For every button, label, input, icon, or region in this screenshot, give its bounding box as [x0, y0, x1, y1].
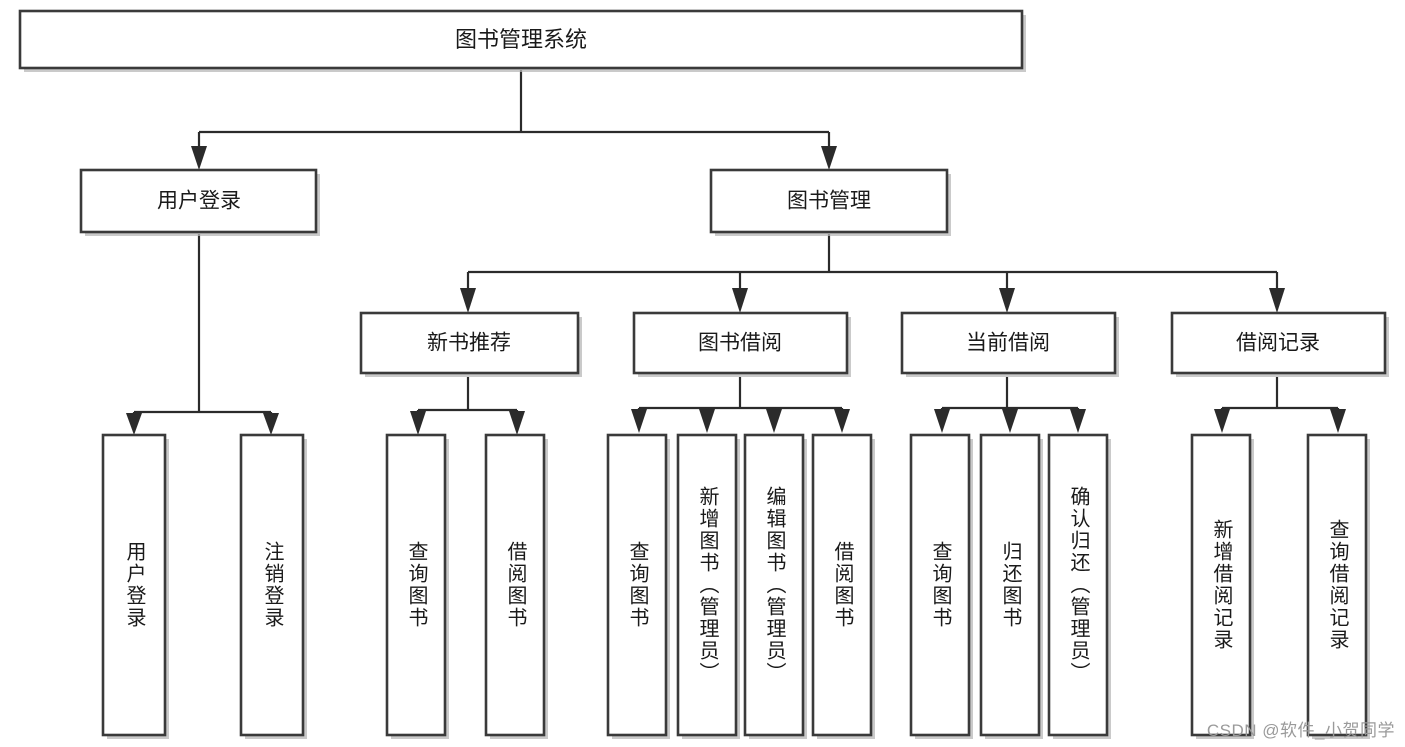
- arrow-head-leaf-12: [1214, 409, 1230, 433]
- node-root[interactable]: 图书管理系统: [18, 9, 1026, 72]
- node-root-label: 图书管理系统: [455, 27, 587, 52]
- arrow-head-leaf-10: [1002, 409, 1018, 433]
- node-book-management-label: 图书管理: [787, 190, 871, 213]
- leaf-box-6[interactable]: [676, 433, 738, 737]
- arrow-head-leaf-2: [263, 413, 279, 435]
- node-new-book-recommend-label: 新书推荐: [427, 332, 511, 355]
- node-new-book-recommend[interactable]: 新书推荐: [359, 311, 582, 377]
- leaf-box-9[interactable]: [909, 433, 971, 737]
- arrow-head-leaf-6: [699, 409, 715, 433]
- leaf-box-8[interactable]: [811, 433, 873, 737]
- leaf-box-5[interactable]: [606, 433, 668, 737]
- arrow-head-leaf-11: [1070, 409, 1086, 433]
- arrow-head-borrow: [732, 288, 748, 313]
- arrow-head-user-login: [191, 146, 207, 170]
- node-book-borrow-label: 图书借阅: [698, 332, 782, 355]
- node-book-management-box[interactable]: [709, 168, 949, 234]
- connector-layer: [126, 70, 1346, 435]
- arrow-head-leaf-8: [834, 409, 850, 433]
- node-book-borrow-box[interactable]: [632, 311, 849, 375]
- node-current-borrow-label: 当前借阅: [966, 332, 1050, 355]
- node-borrow-record-box[interactable]: [1170, 311, 1387, 375]
- node-borrow-record-label: 借阅记录: [1236, 332, 1320, 355]
- leaf-box-2[interactable]: [239, 433, 305, 737]
- node-book-management[interactable]: 图书管理: [709, 168, 951, 236]
- arrow-head-record: [1269, 288, 1285, 313]
- arrow-head-leaf-4: [509, 411, 525, 435]
- leaf-box-13[interactable]: [1306, 433, 1368, 737]
- arrow-head-leaf-3: [410, 411, 426, 435]
- arrow-head-leaf-1: [126, 413, 142, 435]
- leaf-box-1[interactable]: [101, 433, 167, 737]
- node-book-borrow[interactable]: 图书借阅: [632, 311, 851, 377]
- arrow-head-leaf-9: [934, 409, 950, 433]
- leaf-box-10[interactable]: [979, 433, 1041, 737]
- leaf-box-7[interactable]: [743, 433, 805, 737]
- arrow-head-leaf-5: [631, 409, 647, 433]
- arrow-head-current: [999, 288, 1015, 313]
- csdn-watermark: CSDN @软件_小贺同学: [1206, 721, 1395, 740]
- leaf-box-12[interactable]: [1190, 433, 1252, 737]
- node-root-box[interactable]: [18, 9, 1024, 70]
- arrow-head-book-mgmt: [821, 146, 837, 170]
- arrow-head-newbook: [460, 288, 476, 313]
- leaf-box-3[interactable]: [385, 433, 447, 737]
- node-current-borrow[interactable]: 当前借阅: [900, 311, 1119, 377]
- node-user-login[interactable]: 用户登录: [79, 168, 320, 236]
- arrow-head-leaf-7: [766, 409, 782, 433]
- node-current-borrow-box[interactable]: [900, 311, 1117, 375]
- node-user-login-box[interactable]: [79, 168, 318, 234]
- node-user-login-label: 用户登录: [157, 190, 241, 213]
- node-borrow-record[interactable]: 借阅记录: [1170, 311, 1389, 377]
- leaf-node-layer: [101, 433, 1370, 739]
- arrow-head-leaf-13: [1330, 409, 1346, 433]
- leaf-box-11[interactable]: [1047, 433, 1109, 737]
- node-new-book-recommend-box[interactable]: [359, 311, 580, 375]
- leaf-box-4[interactable]: [484, 433, 546, 737]
